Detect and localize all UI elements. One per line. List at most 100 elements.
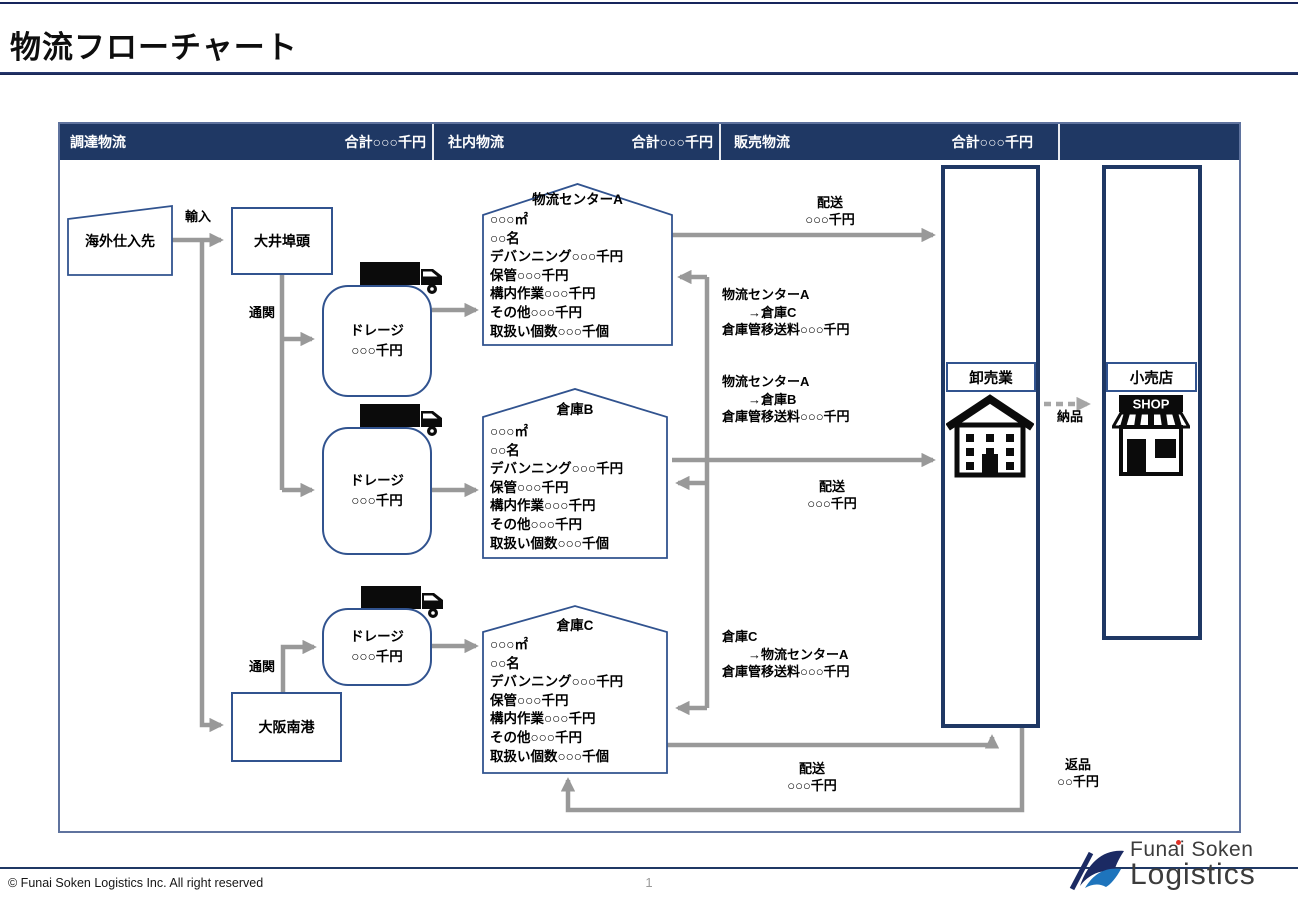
drayage-cost: ○○○千円 <box>351 649 403 664</box>
transfer-a-to-b-label: 物流センターA →倉庫B 倉庫管移送料○○○千円 <box>722 373 850 426</box>
drayage-2-node: ドレージ ○○○千円 <box>322 427 432 555</box>
warehouse-c-shape <box>482 605 668 774</box>
logo-company-name: Funai Soken <box>1130 838 1256 862</box>
page-number: 1 <box>645 875 653 890</box>
detail-line: 保管○○○千円 <box>490 479 569 495</box>
detail-line: 保管○○○千円 <box>490 267 569 283</box>
drayage-label: ドレージ <box>350 473 404 488</box>
retailer-label: 小売店 <box>1106 362 1197 392</box>
detail-line: ○○○㎡ <box>490 637 528 652</box>
customs-label-upper: 通関 <box>248 305 275 320</box>
overseas-supplier-shape <box>67 204 173 276</box>
detail-line: 構内作業○○○千円 <box>490 498 596 514</box>
funai-soken-wave-icon <box>1069 850 1124 891</box>
delivery-cost: ○○○千円 <box>787 777 837 793</box>
title-underline <box>0 72 1298 75</box>
transfer-from: 物流センターA <box>722 287 810 302</box>
header-divider <box>1058 124 1060 160</box>
delivery-word: 配送 <box>798 761 825 776</box>
delivery-cost: ○○○千円 <box>805 211 855 227</box>
handover-label: 納品 <box>1056 409 1083 424</box>
overseas-supplier-node: 海外仕入先 <box>85 232 155 249</box>
delivery-top-label: 配送 ○○○千円 <box>765 195 895 228</box>
detail-line: 取扱い個数○○○千個 <box>490 748 609 764</box>
header-divider <box>719 124 721 160</box>
transfer-cost: 倉庫管移送料○○○千円 <box>722 664 850 679</box>
header-section-internal-total: 合計○○○千円 <box>631 134 713 150</box>
drayage-cost: ○○○千円 <box>351 493 403 508</box>
transfer-cost: 倉庫管移送料○○○千円 <box>722 409 850 424</box>
detail-line: その他○○○千円 <box>490 729 582 745</box>
detail-line: 取扱い個数○○○千個 <box>490 323 609 339</box>
warehouse-b-details: ○○○㎡ ○○名 デバンニング○○○千円 保管○○○千円 構内作業○○○千円 そ… <box>490 423 623 553</box>
transfer-from: 物流センターA <box>722 374 810 389</box>
detail-line: デバンニング○○○千円 <box>490 674 624 690</box>
transfer-to: →倉庫B <box>748 391 797 407</box>
shaped-nodes <box>67 183 673 774</box>
logo-logistics-text: Logistics <box>1130 858 1256 891</box>
wholesale-building-icon <box>946 394 1034 478</box>
drayage-cost: ○○○千円 <box>351 343 403 358</box>
detail-line: 構内作業○○○千円 <box>490 286 596 302</box>
returns-label: 返品 ○○千円 <box>1028 757 1128 790</box>
osaka-nanko-node: 大阪南港 <box>231 692 342 762</box>
import-label: 輸入 <box>184 209 211 224</box>
detail-line: ○○○㎡ <box>490 212 528 227</box>
header-section-internal-label: 社内物流 <box>448 134 504 150</box>
drayage-label: ドレージ <box>350 323 404 338</box>
logo-name-text: Funai Soken <box>1130 838 1254 861</box>
shop-storefront-icon: SHOP <box>1112 395 1190 476</box>
detail-line: ○○名 <box>490 230 520 246</box>
center-a-title: 物流センターA <box>532 192 623 207</box>
transfer-a-to-c-label: 物流センターA →倉庫C 倉庫管移送料○○○千円 <box>722 286 850 339</box>
detail-line: デバンニング○○○千円 <box>490 249 624 265</box>
detail-line: その他○○○千円 <box>490 304 582 320</box>
warehouse-c-title: 倉庫C <box>556 618 594 633</box>
detail-line: 取扱い個数○○○千個 <box>490 535 609 551</box>
returns-cost: ○○千円 <box>1057 773 1099 789</box>
delivery-cost: ○○○千円 <box>807 495 857 511</box>
header-divider <box>432 124 434 160</box>
transfer-to: →物流センターA <box>748 646 849 662</box>
delivery-word: 配送 <box>818 479 845 494</box>
page-title: 物流フローチャート <box>10 30 298 65</box>
delivery-word: 配送 <box>816 195 843 210</box>
header-section-procurement-label: 調達物流 <box>70 134 126 150</box>
header-section-sales-total: 合計○○○千円 <box>951 134 1033 150</box>
arrow-returns-to-warehouse-c <box>560 728 1025 813</box>
header-section-sales-label: 販売物流 <box>734 134 790 150</box>
delivery-bottom-label: 配送 ○○○千円 <box>747 761 877 794</box>
logo-red-dot <box>1176 840 1181 845</box>
transfer-cost: 倉庫管移送料○○○千円 <box>722 322 850 337</box>
arrow-warehouse-c-to-wholesaler-bottom <box>660 734 1000 749</box>
drayage-3-node: ドレージ ○○○千円 <box>322 608 432 686</box>
drayage-1-node: ドレージ ○○○千円 <box>322 285 432 397</box>
transfer-c-to-a-label: 倉庫C →物流センターA 倉庫管移送料○○○千円 <box>722 628 850 681</box>
wholesaler-label: 卸売業 <box>946 362 1036 392</box>
warehouse-b-title: 倉庫B <box>556 402 594 417</box>
oi-wharf-node: 大井埠頭 <box>231 207 333 275</box>
detail-line: 保管○○○千円 <box>490 692 569 708</box>
detail-line: ○○名 <box>490 442 520 458</box>
arrow-to-drayage-3 <box>280 639 317 695</box>
detail-line: ○○○㎡ <box>490 424 528 439</box>
customs-label-lower: 通関 <box>248 659 275 674</box>
transfer-to: →倉庫C <box>748 304 797 320</box>
header-bar: 調達物流 合計○○○千円 社内物流 合計○○○千円 販売物流 合計○○○千円 <box>60 124 1239 160</box>
arrow-to-osaka-nanko <box>199 240 224 733</box>
center-a-details: ○○○㎡ ○○名 デバンニング○○○千円 保管○○○千円 構内作業○○○千円 そ… <box>490 211 623 341</box>
returns-word: 返品 <box>1064 757 1091 772</box>
transfer-from: 倉庫C <box>722 629 758 644</box>
detail-line: その他○○○千円 <box>490 516 582 532</box>
detail-line: デバンニング○○○千円 <box>490 461 624 477</box>
warehouse-c-details: ○○○㎡ ○○名 デバンニング○○○千円 保管○○○千円 構内作業○○○千円 そ… <box>490 636 623 766</box>
gray-flow-arrows <box>172 227 1025 813</box>
logo-wordmark: Funai Soken Logistics <box>1130 838 1256 892</box>
shop-sign-text: SHOP <box>1133 397 1170 412</box>
copyright-text: © Funai Soken Logistics Inc. All right r… <box>8 876 264 890</box>
delivery-middle-label: 配送 ○○○千円 <box>767 479 897 512</box>
warehouse-b-shape <box>482 388 668 559</box>
detail-line: 構内作業○○○千円 <box>490 711 596 727</box>
